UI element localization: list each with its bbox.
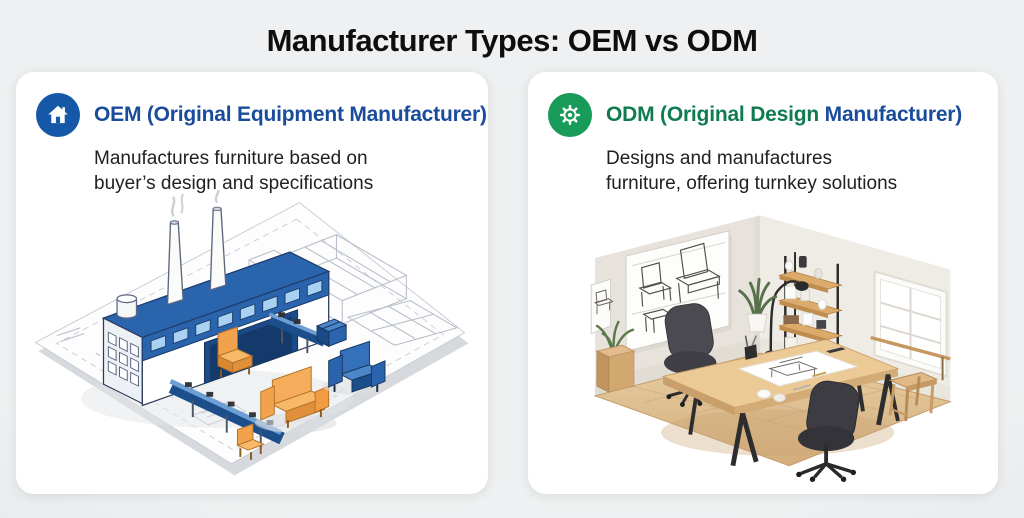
small-sketch-poster — [590, 278, 614, 335]
chimneys — [166, 190, 227, 306]
oem-description-line: buyer’s design and specifications — [94, 173, 374, 194]
oem-card-title: OEM (Original Equipment Manufacturer) — [94, 103, 487, 126]
office-chair-front — [796, 380, 860, 482]
desk-items — [744, 335, 846, 403]
odm-icon-badge — [548, 93, 592, 137]
odm-title-green-part: ODM (Original Design — [606, 103, 825, 126]
roof-tank — [116, 298, 138, 319]
odm-description: Designs and manufactures furniture, offe… — [606, 146, 897, 196]
sofa-orange — [254, 365, 337, 433]
floor-lamp — [764, 280, 809, 356]
smoke — [170, 190, 220, 217]
odm-card-title: ODM (Original Design Manufacturer) — [606, 103, 962, 127]
oem-description: Manufactures furniture based on buyer’s … — [94, 146, 373, 196]
oem-card-header: OEM (Original Equipment Manufacturer) — [36, 93, 487, 137]
armchair-blue — [322, 340, 389, 395]
bench-orange-small — [236, 423, 265, 460]
wooden-stool — [888, 371, 939, 422]
armchair-orange-small — [216, 326, 254, 378]
desk-drawing-paper — [737, 350, 859, 387]
odm-title-blue-part: Manufacturer) — [824, 103, 963, 126]
oem-description-line: Manufactures furniture based on — [94, 148, 368, 169]
odm-description-line: Designs and manufactures — [606, 148, 833, 169]
oem-card: OEM (Original Equipment Manufacturer) Ma… — [16, 72, 488, 494]
oem-icon-badge — [36, 93, 80, 137]
home-icon — [48, 105, 68, 124]
plant-box — [595, 320, 636, 393]
odm-card-header: ODM (Original Design Manufacturer) — [548, 93, 962, 137]
conveyor-upper — [268, 312, 327, 354]
odm-card: ODM (Original Design Manufacturer) Desig… — [528, 72, 998, 494]
page-title: Manufacturer Types: OEM vs ODM — [266, 22, 758, 58]
odm-illustration — [590, 215, 952, 482]
odm-description-line: furniture, offering turnkey solutions — [606, 173, 898, 194]
blue-crates — [315, 318, 348, 348]
potted-plant — [738, 277, 778, 333]
oem-illustration — [34, 190, 469, 476]
gear-icon — [559, 104, 581, 126]
window — [870, 270, 951, 381]
